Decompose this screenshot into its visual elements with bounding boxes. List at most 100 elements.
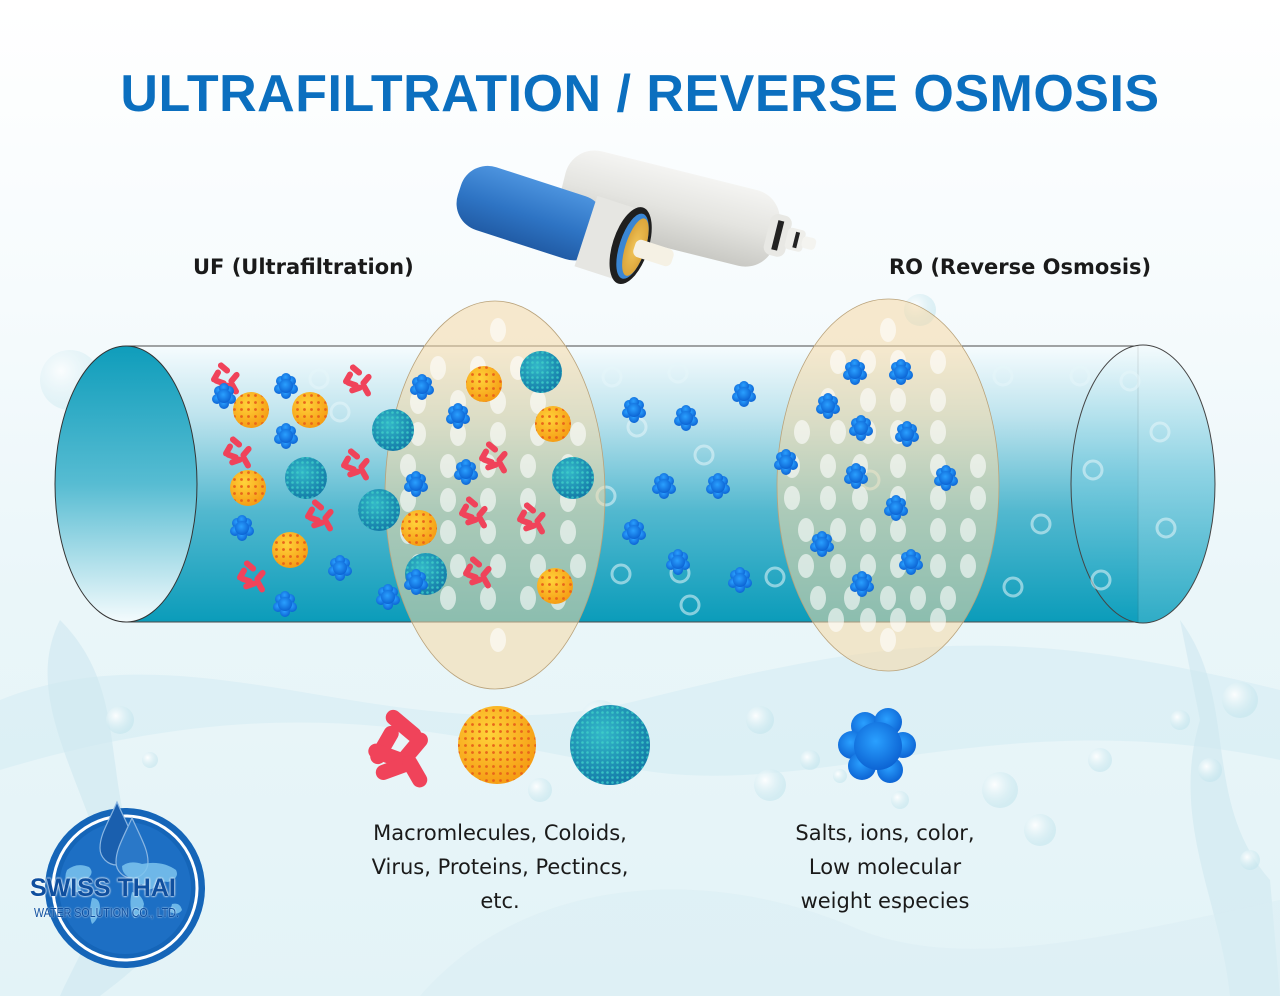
virus-particle [372,409,414,451]
logo-company-subtitle: WATER SOLUTION CO., LTD. [34,905,179,920]
water-bubble [1082,459,1104,481]
colloid-particle [230,470,266,506]
ro-legend-line: weight especies [800,889,970,913]
water-bubble [1149,421,1171,443]
colloid-particle [401,510,437,546]
membrane-pore [530,390,546,414]
salt-ion-particle [212,383,236,409]
colloid-icon [458,706,536,784]
membrane-pore [794,420,810,444]
membrane-pore [930,554,946,578]
membrane-pore [890,388,906,412]
salt-ion-particle [328,555,352,581]
uf-legend-text: Macromlecules, Coloids, Virus, Proteins,… [340,816,660,918]
ro-legend-text: Salts, ions, color, Low molecular weight… [765,816,1005,918]
salt-ion-particle [895,421,919,447]
membrane-pore [890,518,906,542]
ro-legend-line: Salts, ions, color, [795,821,975,845]
page-title: ULTRAFILTRATION / REVERSE OSMOSIS [120,65,1160,123]
salt-ion-particle [446,403,470,429]
virus-particle [358,489,400,531]
colloid-particle [537,568,573,604]
water-bubble [1119,370,1141,392]
salt-ion-particle [674,405,698,431]
membrane-pore [570,554,586,578]
salt-ion-particle [273,591,297,617]
salt-ion-particle [410,374,434,400]
macromolecule-particle [305,499,334,532]
membrane-pore [400,454,416,478]
water-bubble [1002,576,1024,598]
world-map-icon [65,862,182,924]
membrane-pore [970,486,986,510]
water-bubble [1090,569,1112,591]
logo-company-name: SWISS THAI [30,874,176,902]
membrane-pore [960,518,976,542]
salt-ion-particle [728,567,752,593]
macromolecule-particle [463,556,492,589]
salt-ion-particle [850,571,874,597]
water-bubble [667,362,689,384]
membrane-pore [440,488,456,512]
colloid-particle [466,366,502,402]
membrane-pore [930,486,946,510]
salt-ion-particle [884,495,908,521]
membrane-pore [852,486,868,510]
salt-ion-particle [843,359,867,385]
virus-icon [570,705,650,785]
salt-ion-particle [622,397,646,423]
virus-particle [520,351,562,393]
membrane-pore [930,388,946,412]
membrane-pore [560,520,576,544]
salt-ion-particle [230,515,254,541]
membrane-pore [930,420,946,444]
water-bubble [693,444,715,466]
membrane-pore [440,586,456,610]
membrane-pore [830,554,846,578]
water-bubble [764,566,786,588]
salt-ion-particle [889,359,913,385]
salt-ion-particle [844,463,868,489]
membrane-pore [860,608,876,632]
membrane-pore [860,518,876,542]
salt-ion-particle [706,473,730,499]
salt-ion-particle [274,423,298,449]
membrane-pore [480,586,496,610]
membrane-pore [930,350,946,374]
salt-ion-particle [404,471,428,497]
water-bubble [610,563,632,585]
membrane-pore [410,422,426,446]
salt-ion-particle [404,569,428,595]
colloid-particle [233,392,269,428]
membrane-pore [960,554,976,578]
membrane-pore [860,388,876,412]
virus-particle [285,457,327,499]
macromolecule-particle [459,496,488,529]
water-bubble [329,401,351,423]
salt-ion-particle [810,531,834,557]
salt-ion-particle [454,459,478,485]
ro-section-label: RO (Reverse Osmosis) [889,255,1152,279]
membrane-pore [520,586,536,610]
uf-legend-line: etc. [480,889,520,913]
membrane-pore [798,518,814,542]
uf-legend-line: Macromlecules, Coloids, [373,821,627,845]
ro-legend-line: Low molecular [808,855,962,879]
salt-ion-particle [849,415,873,441]
membrane-pore [930,518,946,542]
membrane-pore [830,518,846,542]
water-bubble [1155,517,1177,539]
membrane-pore [820,454,836,478]
water-bubble [992,365,1014,387]
virus-particle [552,457,594,499]
uf-legend-line: Virus, Proteins, Pectincs, [371,855,629,879]
membrane-pore [830,350,846,374]
membrane-pore [490,422,506,446]
salt-ion-particle [652,473,676,499]
membrane-pore [784,486,800,510]
swiss-thai-logo [45,800,205,968]
water-bubble [1069,365,1091,387]
macromolecule-particle [517,502,546,535]
